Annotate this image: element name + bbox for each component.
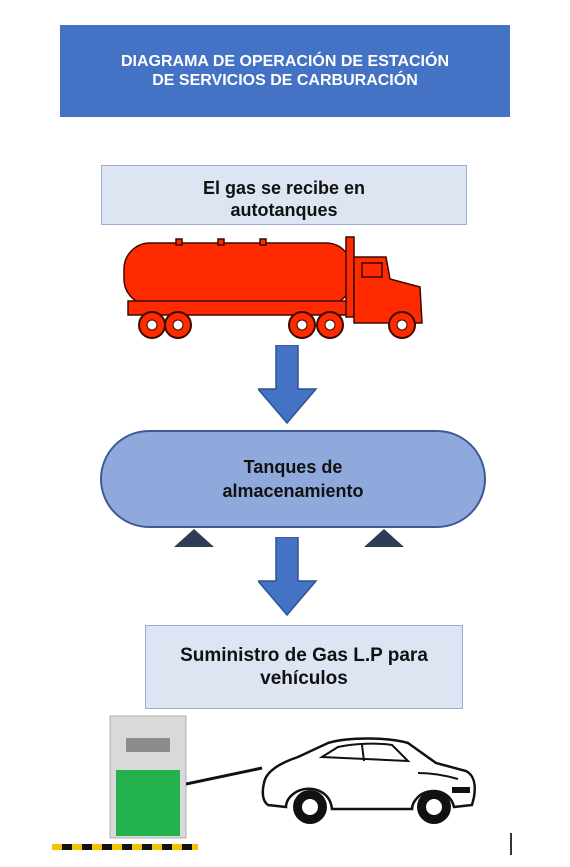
- step-receive-gas-label: El gas se recibe en autotanques: [202, 178, 366, 220]
- fuel-pump-icon: [52, 715, 198, 850]
- fuel-hose-icon: [186, 766, 263, 786]
- down-arrow-icon: [258, 345, 318, 425]
- tanker-truck-icon: [123, 236, 423, 339]
- tank-support-left-icon: [174, 529, 214, 547]
- tank-support-right-icon: [364, 529, 404, 547]
- diagram-title-box: DIAGRAMA DE OPERACIÓN DE ESTACIÓN DE SER…: [60, 25, 510, 117]
- storage-tank-label: Tanques de almacenamiento: [222, 457, 364, 501]
- diagram-title: DIAGRAMA DE OPERACIÓN DE ESTACIÓN DE SER…: [120, 53, 449, 89]
- step-supply-gas: Suministro de Gas L.P para vehículos: [145, 625, 463, 709]
- storage-tank: Tanques de almacenamiento: [100, 430, 486, 528]
- step-supply-gas-label: Suministro de Gas L.P para vehículos: [180, 645, 428, 689]
- edge-mark: [510, 833, 512, 855]
- down-arrow-icon: [258, 537, 318, 617]
- step-receive-gas: El gas se recibe en autotanques: [101, 165, 467, 225]
- car-icon: [261, 737, 476, 824]
